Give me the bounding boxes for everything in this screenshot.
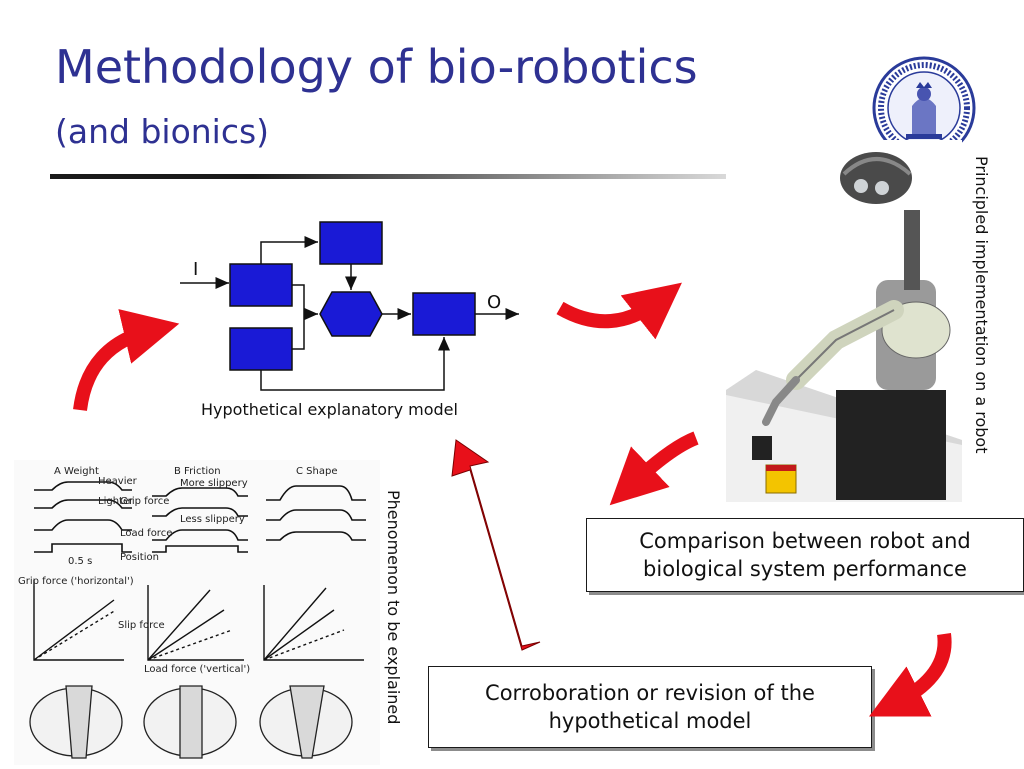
label-grip-horizontal: Grip force ('horizontal') [18, 576, 134, 587]
comparison-line-2: biological system performance [643, 557, 967, 581]
phenomenon-label: Phenomenon to be explained [384, 490, 403, 725]
label-heavier: Heavier [98, 476, 138, 487]
panel-title-a: A Weight [54, 466, 99, 477]
label-more-slippery: More slippery [180, 478, 248, 489]
corroboration-box: Corroboration or revision of the hypothe… [428, 666, 872, 748]
corroboration-line-1: Corroboration or revision of the [485, 680, 815, 705]
label-load-vertical: Load force ('vertical') [144, 664, 250, 675]
arrow-phenomenon-to-model [73, 309, 180, 412]
phenomenon-figure: A Weight B Friction C Shape Heavier Ligh… [14, 460, 380, 765]
comparison-line-1: Comparison between robot and [639, 528, 971, 553]
arrow-comparison-to-corroboration [868, 633, 952, 717]
panel-title-c: C Shape [296, 466, 337, 477]
label-less-slippery: Less slippery [180, 514, 245, 525]
panel-title-b: B Friction [174, 466, 221, 477]
model-caption: Hypothetical explanatory model [201, 400, 458, 419]
output-label: O [487, 292, 502, 313]
label-position: Position [120, 552, 159, 563]
robot-photo [726, 140, 962, 502]
slide-title: Methodology of bio-robotics [55, 40, 698, 94]
arrow-model-to-robot [556, 282, 682, 340]
model-block-top [319, 221, 383, 265]
comparison-box: Comparison between robot and biological … [586, 518, 1024, 592]
label-time-scale: 0.5 s [68, 556, 92, 567]
slide-subtitle: (and bionics) [55, 112, 270, 151]
arrow-robot-to-comparison [609, 431, 699, 506]
model-block-1 [229, 263, 293, 307]
label-grip-force: Grip force [120, 496, 169, 507]
input-label: I [193, 259, 199, 280]
label-lighter: Lighter [98, 496, 134, 507]
model-block-2 [229, 327, 293, 371]
robot-label: Principled implementation on a robot [972, 156, 991, 454]
arrow-corroboration-to-model [451, 439, 541, 651]
label-slip-force: Slip force [118, 620, 165, 631]
label-load-force: Load force [120, 528, 172, 539]
model-combiner-hexagon [319, 291, 383, 337]
corroboration-line-2: hypothetical model [548, 709, 752, 733]
title-divider [50, 174, 726, 179]
university-seal-logo [872, 56, 976, 160]
